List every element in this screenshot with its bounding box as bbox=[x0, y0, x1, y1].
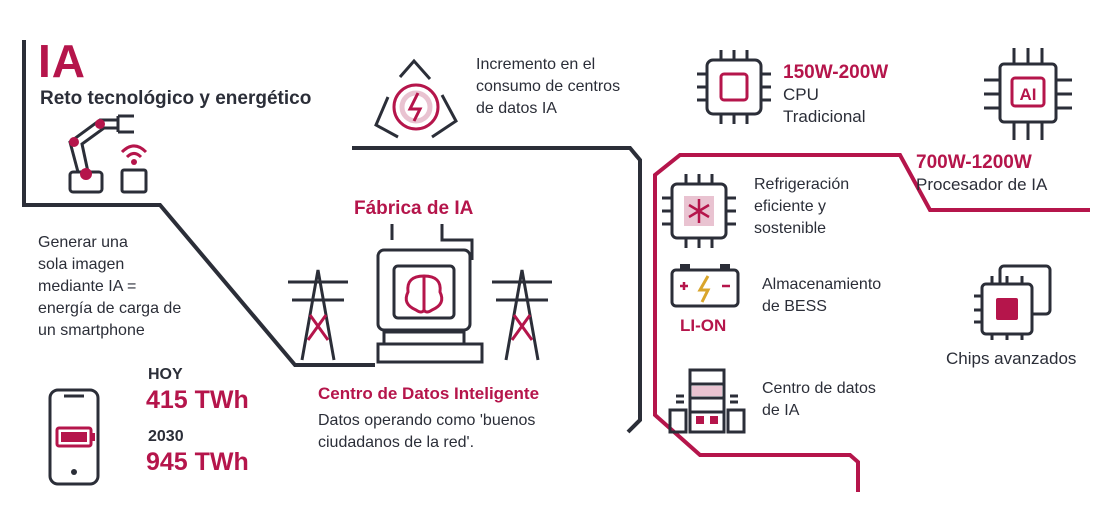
factory-brain-icon bbox=[376, 224, 484, 364]
storage-text: Almacenamiento de BESS bbox=[762, 274, 881, 318]
datacenter-title: Centro de Datos Inteligente bbox=[318, 384, 540, 403]
description-line: un smartphone bbox=[38, 322, 145, 339]
cpu-label-line: CPU bbox=[783, 85, 819, 104]
description-line: sola imagen bbox=[38, 256, 125, 273]
cpu-watts: 150W-200W bbox=[783, 62, 889, 83]
advanced-chips-icon bbox=[974, 264, 1052, 340]
datacenter-desc-line: Datos operando como 'buenos bbox=[318, 412, 536, 429]
dc-line: Centro de datos bbox=[762, 380, 876, 397]
ai-watts: 700W-1200W bbox=[916, 152, 1032, 173]
description-line: mediante IA = bbox=[38, 278, 137, 295]
factory-illustration bbox=[288, 224, 552, 364]
smartphone-battery-icon bbox=[48, 388, 100, 486]
cooling-line: Refrigeración bbox=[754, 176, 850, 193]
cooling-text: Refrigeración eficiente y sostenible bbox=[754, 174, 849, 240]
increase-line: Incremento en el bbox=[476, 56, 596, 73]
cpu-label-line: Tradicional bbox=[783, 107, 866, 126]
server-rack-icon bbox=[668, 368, 746, 434]
storage-line: de BESS bbox=[762, 298, 827, 315]
ai-chip-icon: AI bbox=[984, 48, 1072, 140]
increase-line: de datos IA bbox=[476, 100, 557, 117]
page-subtitle: Reto tecnológico y energético bbox=[40, 88, 312, 109]
today-value: 415 TWh bbox=[146, 386, 249, 414]
ai-label: Procesador de IA bbox=[916, 175, 1048, 194]
cpu-chip-icon bbox=[697, 50, 771, 124]
cooling-line: eficiente y bbox=[754, 198, 827, 215]
ai-chip-text: AI bbox=[1020, 85, 1037, 104]
cooling-chip-icon bbox=[662, 174, 736, 248]
future-label: 2030 bbox=[148, 428, 184, 445]
power-tower-icon bbox=[492, 269, 552, 361]
today-label: HOY bbox=[148, 366, 183, 383]
description-line: Generar una bbox=[38, 234, 128, 251]
battery-tag: LI-ON bbox=[680, 316, 727, 335]
cooling-line: sostenible bbox=[754, 220, 827, 237]
dc-line: de IA bbox=[762, 402, 800, 419]
page-title: IA bbox=[38, 35, 86, 87]
wifi-icon bbox=[120, 144, 148, 194]
battery-icon bbox=[670, 264, 740, 308]
chips-label: Chips avanzados bbox=[946, 349, 1077, 368]
robot-arm-icon bbox=[68, 114, 134, 194]
description-line: energía de carga de bbox=[38, 300, 182, 317]
cpu-label: CPU Tradicional bbox=[783, 84, 866, 128]
dc-text: Centro de datos de IA bbox=[762, 378, 876, 422]
storage-line: Almacenamiento bbox=[762, 276, 882, 293]
factory-title: Fábrica de IA bbox=[354, 198, 474, 219]
power-tower-icon bbox=[288, 269, 348, 361]
increase-text: Incremento en el consumo de centros de d… bbox=[476, 54, 620, 120]
recycle-energy-icon bbox=[374, 58, 458, 139]
left-description: Generar una sola imagen mediante IA = en… bbox=[38, 232, 218, 342]
datacenter-desc: Datos operando como 'buenos ciudadanos d… bbox=[318, 410, 535, 454]
increase-line: consumo de centros bbox=[476, 78, 621, 95]
datacenter-desc-line: ciudadanos de la red'. bbox=[318, 434, 475, 451]
future-value: 945 TWh bbox=[146, 448, 249, 476]
